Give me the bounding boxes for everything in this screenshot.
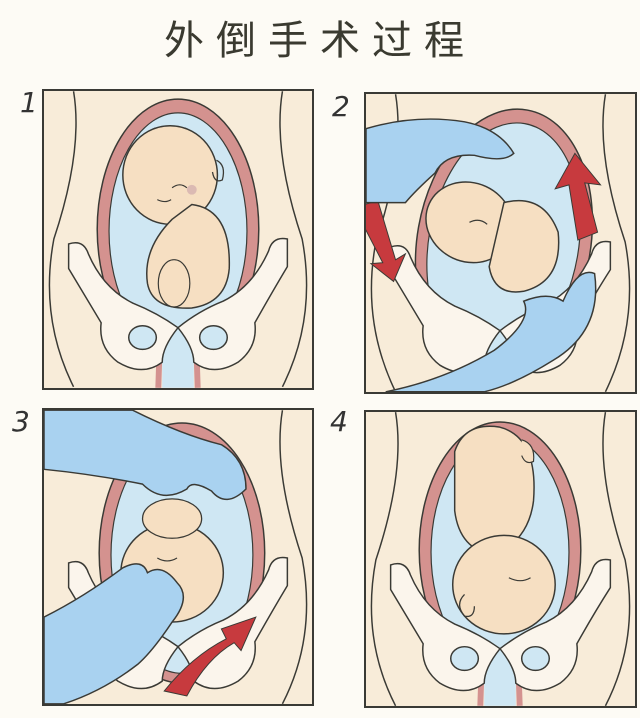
panel-2-rotation-start: [364, 92, 637, 394]
panel-4-cephalic: [364, 410, 637, 708]
lower-glove-hand-icon: [385, 271, 597, 392]
page-title: 外倒手术过程: [164, 18, 476, 64]
panel-number-3: 3: [12, 405, 30, 438]
panel-number-2: 2: [332, 90, 350, 123]
fetus-icon: [451, 425, 556, 635]
rotation-continue-illustration: [44, 410, 308, 704]
rotation-start-illustration: [366, 94, 631, 392]
upper-glove-hand-icon: [44, 410, 247, 501]
breech-position-illustration: [48, 91, 308, 388]
rotation-arrow-up-icon: [554, 152, 602, 241]
rotation-arrow-down-icon: [366, 200, 407, 283]
rotation-arrow-curved-icon: [163, 616, 257, 697]
upper-glove-hand-icon: [366, 118, 515, 204]
panel-number-4: 4: [330, 405, 348, 438]
panel-3-rotation-continue: [42, 408, 314, 706]
panel-1-breech: [42, 89, 314, 390]
lower-glove-hand-icon: [44, 563, 184, 704]
pelvis-bone-icon: [67, 237, 289, 371]
panel-number-1: 1: [20, 86, 38, 119]
fetus-icon: [122, 124, 230, 309]
fetus-icon: [425, 181, 560, 293]
cephalic-position-illustration: [370, 412, 631, 706]
